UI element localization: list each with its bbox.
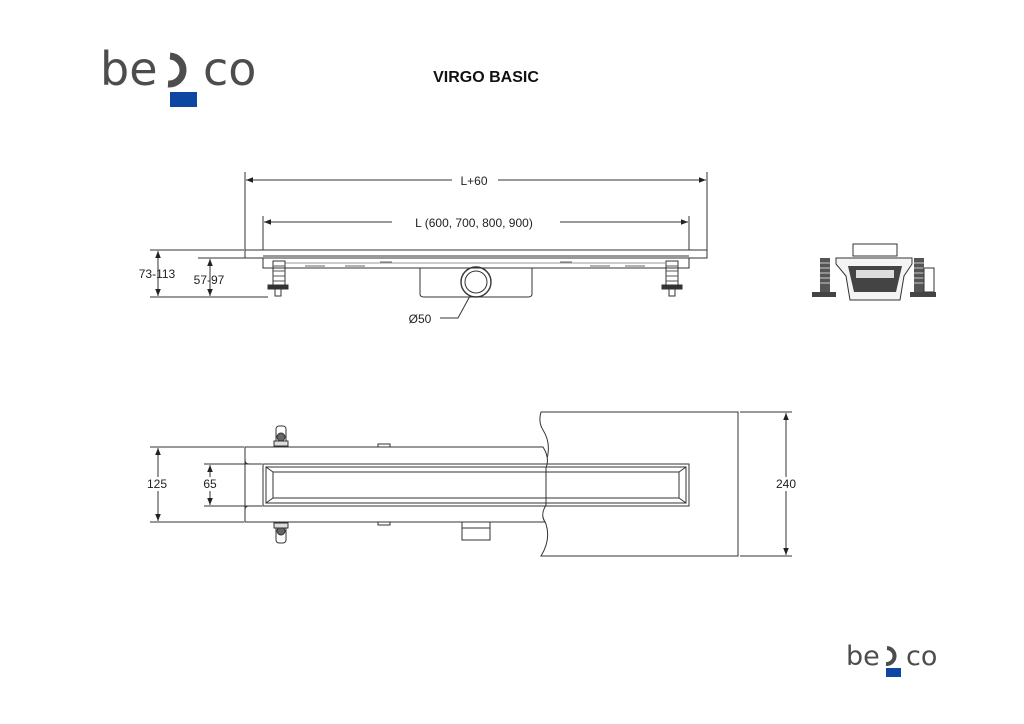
foot-thread [914, 262, 924, 284]
logo-text-prefix: be [846, 641, 880, 672]
grate-width-label: 65 [203, 477, 217, 491]
end-view-foot-left [820, 258, 830, 294]
brand-logo-bottom: be co [846, 641, 937, 677]
leader-line [440, 295, 471, 319]
outlet-stub [461, 521, 491, 541]
side-view [150, 172, 708, 319]
grate-corner-line [265, 497, 274, 504]
outer-width-label: 125 [147, 477, 167, 491]
foot-pin-left [274, 288, 282, 297]
channel-length-label: L (600, 700, 800, 900) [415, 216, 533, 230]
logo-swirl-icon [167, 52, 187, 88]
top-view [150, 411, 792, 557]
grate-inner-frame [265, 466, 687, 504]
drain-frame [244, 249, 708, 259]
end-view-shadow [848, 266, 902, 292]
label-background [772, 477, 800, 491]
outlet-diameter-label: Ø50 [409, 312, 432, 326]
channel-body [262, 257, 690, 269]
foot-base-right [661, 284, 683, 290]
foot-thread [666, 265, 678, 282]
logo-text-prefix: be [100, 42, 158, 96]
grate-frame [262, 463, 690, 507]
logo-text-suffix: co [906, 641, 937, 672]
logo-square-icon [170, 92, 197, 107]
total-height-label: 73-113 [139, 267, 176, 281]
end-view-bracket [923, 267, 935, 293]
logo-text-suffix: co [203, 42, 256, 96]
frame-tab [377, 521, 391, 526]
foot-thread [273, 265, 285, 282]
outlet-pipe-inner [464, 270, 488, 294]
end-view-foot-right [914, 258, 924, 294]
overall-length-label: L+60 [460, 174, 487, 188]
mounting-clamp-top [273, 425, 289, 447]
grate-corner-line [678, 466, 687, 473]
label-background [146, 477, 170, 491]
grate-corner-line [265, 466, 274, 473]
outlet-pipe [460, 266, 492, 298]
drain-outer-flange [244, 446, 548, 523]
leveling-foot-right [665, 260, 679, 288]
mounting-clamp-bottom [273, 522, 289, 544]
floor-section [539, 411, 739, 557]
channel-height-label: 57-97 [194, 273, 225, 287]
leveling-foot-left [272, 260, 286, 288]
end-view-highlight [856, 270, 894, 278]
frame-tab [377, 443, 391, 448]
brand-logo-top: be co [100, 42, 256, 107]
end-view-foot-base-right [910, 292, 936, 297]
logo-square-icon [886, 668, 901, 677]
foot-base-left [267, 284, 289, 290]
logo-swirl-icon [885, 646, 897, 666]
end-view-outlet-top [852, 243, 898, 257]
floor-width-label: 240 [776, 477, 796, 491]
foot-thread [820, 262, 830, 284]
label-background [199, 477, 221, 491]
grate-panel [272, 471, 680, 499]
page-title: VIRGO BASIC [433, 69, 539, 86]
end-view [812, 243, 936, 301]
grate-corner-line [678, 497, 687, 504]
channel-ribs [305, 261, 645, 267]
foot-pin-right [668, 288, 676, 297]
end-view-foot-base-left [812, 292, 836, 297]
